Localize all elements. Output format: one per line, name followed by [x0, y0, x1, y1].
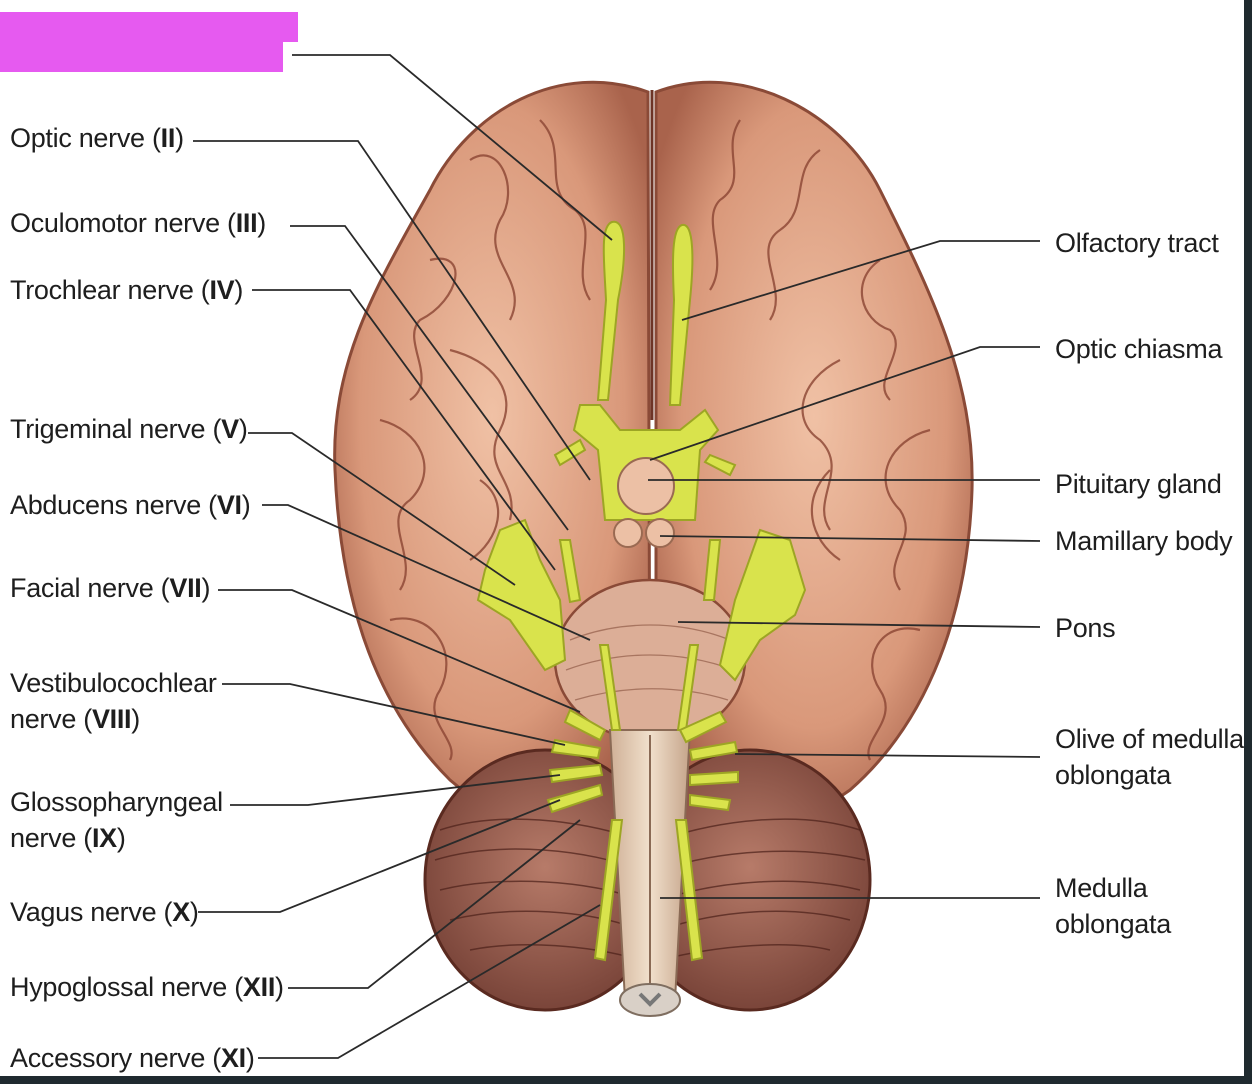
label-accessory-nerve: Accessory nerve (XI) — [10, 1043, 255, 1073]
label-optic-nerve: Optic nerve (II) — [10, 123, 184, 153]
label-oculomotor-nerve: Oculomotor nerve (III) — [10, 208, 266, 238]
label-olive-of-medulla: Olive of medulla oblongata — [1055, 724, 1244, 790]
label-medulla-oblongata: Medulla oblongata — [1055, 873, 1171, 939]
label-trigeminal-nerve: Trigeminal nerve (V) — [10, 414, 248, 444]
label-olfactory-tract: Olfactory tract — [1055, 228, 1219, 258]
label-vagus-nerve: Vagus nerve (X) — [10, 897, 199, 927]
label-vestibulocochlear-nerve: Vestibulocochlear nerve (VIII) — [10, 668, 217, 734]
label-pituitary-gland: Pituitary gland — [1055, 469, 1222, 499]
label-facial-nerve: Facial nerve (VII) — [10, 573, 211, 603]
label-optic-chiasma: Optic chiasma — [1055, 334, 1223, 364]
label-glossopharyngeal-nerve: Glossopharyngeal nerve (IX) — [10, 787, 223, 853]
bottom-border — [0, 1076, 1252, 1084]
label-trochlear-nerve: Trochlear nerve (IV) — [10, 275, 244, 305]
leader-lines — [193, 54, 1041, 1059]
medulla-oblongata — [608, 729, 692, 1017]
right-border — [1244, 0, 1252, 1084]
redaction-bar-bottom — [0, 42, 283, 72]
label-mamillary-body: Mamillary body — [1055, 526, 1233, 556]
label-hypoglossal-nerve: Hypoglossal nerve (XII) — [10, 972, 284, 1002]
cranial-nerves — [476, 220, 807, 962]
redaction-bar-top — [0, 12, 298, 42]
label-abducens-nerve: Abducens nerve (VI) — [10, 490, 251, 520]
label-pons: Pons — [1055, 613, 1116, 643]
